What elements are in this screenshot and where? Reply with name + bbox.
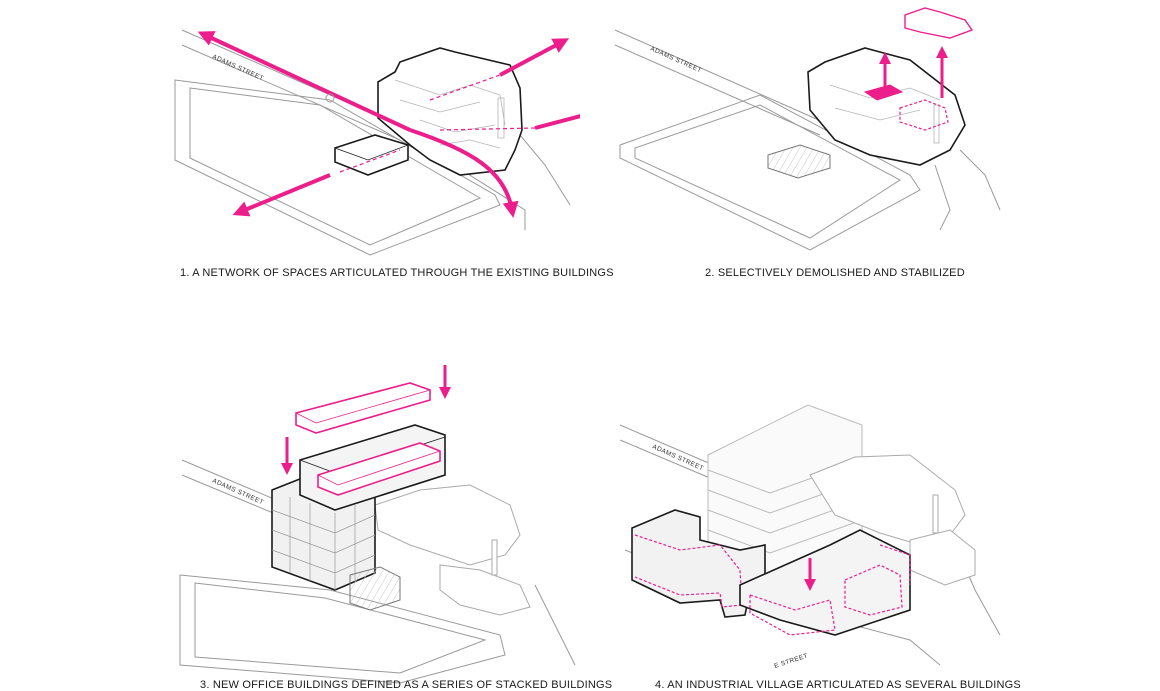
small-building: [767, 144, 831, 179]
panel-4: ADAMS STREET E STREET: [580, 345, 1160, 691]
site-diagram-3: ADAMS STREET: [179, 365, 576, 684]
street-label-bottom: E STREET: [773, 652, 808, 669]
circulation-arrows: [197, 31, 580, 218]
node-marker: [325, 93, 335, 103]
street-lines: [614, 29, 1001, 251]
new-stacked-bars: [295, 382, 441, 496]
caption-4: 4. AN INDUSTRIAL VILLAGE ARTICULATED AS …: [655, 679, 1021, 691]
existing-buildings: [809, 454, 976, 586]
street-label-adams: ADAMS STREET: [649, 45, 702, 74]
small-building: [334, 134, 409, 176]
site-diagram-1: ADAMS STREET: [174, 29, 580, 256]
panel-3: ADAMS STREET: [0, 345, 612, 691]
existing-buildings: [374, 484, 531, 616]
caption-3: 3. NEW OFFICE BUILDINGS DEFINED AS A SER…: [200, 679, 613, 691]
lift-arrows: [879, 46, 948, 98]
demolished-volumes: [863, 7, 974, 131]
site-diagram-2: ADAMS STREET: [614, 7, 1001, 251]
caption-2: 2. SELECTIVELY DEMOLISHED AND STABILIZED: [705, 267, 965, 279]
existing-buildings: [807, 47, 966, 166]
drop-arrows: [281, 365, 451, 475]
panel-2: ADAMS STREET 2. SELECTIVELY DEMOLISHED A…: [580, 0, 1160, 345]
site-diagram-4: ADAMS STREET E STREET: [619, 404, 1001, 670]
panel-1: ADAMS STREET: [0, 0, 614, 345]
village-building-right: [739, 529, 911, 636]
dashed-paths: [339, 74, 536, 173]
caption-1: 1. A NETWORK OF SPACES ARTICULATED THROU…: [180, 267, 614, 279]
